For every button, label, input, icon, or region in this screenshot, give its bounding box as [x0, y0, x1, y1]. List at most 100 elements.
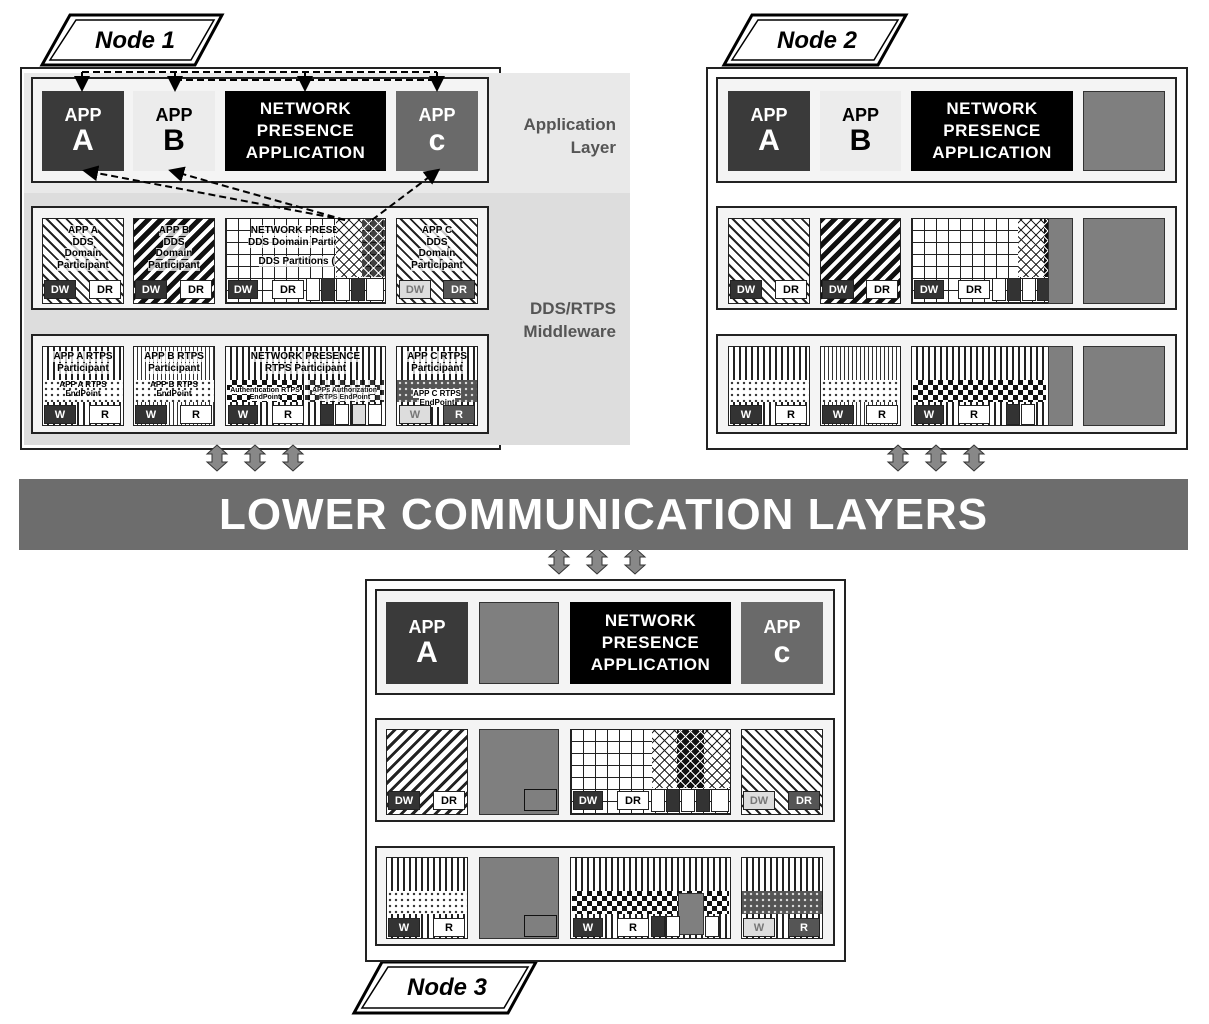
- node1-rtps-endpoint-b: APP B RTPS EndPoint: [134, 380, 214, 402]
- node1-npa-dr-small-1[interactable]: [306, 278, 320, 301]
- node1-npa-w-small-2[interactable]: [352, 404, 366, 425]
- node3-c-w-button[interactable]: W: [743, 918, 775, 937]
- node3-npa-small-1[interactable]: [651, 789, 665, 812]
- app-label: APP: [418, 104, 456, 125]
- node1-a-r-button[interactable]: R: [89, 405, 121, 424]
- app-letter: B: [163, 123, 185, 157]
- node2-b-r-button[interactable]: R: [866, 405, 898, 424]
- app-label: APP: [763, 616, 801, 637]
- node3-dds-placeholder-slot: [524, 789, 557, 811]
- node1-app-c: APP c: [396, 91, 478, 171]
- node1-b-w-button[interactable]: W: [135, 405, 167, 424]
- node1-npa-dw-button[interactable]: DW: [228, 280, 258, 299]
- node1-rtps-endpoint-c: APP C RTPS EndPoint: [397, 380, 477, 407]
- node3-app-a: APP A: [386, 602, 468, 684]
- node2-app-b: APP B: [820, 91, 901, 171]
- node3-a-dw-button[interactable]: DW: [388, 791, 420, 810]
- node3-c-dw-button[interactable]: DW: [743, 791, 775, 810]
- rtps-label: NETWORK PRESENCE RTPS Participant: [250, 351, 361, 374]
- node3-a-dr-button[interactable]: DR: [433, 791, 465, 810]
- node3-c-dr-button[interactable]: DR: [788, 791, 820, 810]
- node1-rtps-auth-endpoint: Authentication RTPS EndPoint: [227, 380, 303, 402]
- node2-npa-dr-button[interactable]: DR: [958, 280, 990, 299]
- node1-npa-w-small-1[interactable]: [320, 404, 334, 425]
- node3-network-presence-app: NETWORK PRESENCE APPLICATION: [570, 602, 731, 684]
- node3-a-r-button[interactable]: R: [433, 918, 465, 937]
- authz-label: APPs Authorization RTPS EndPoint: [311, 387, 378, 401]
- node1-npa-pattern-diamond-dark: [362, 219, 385, 277]
- node3-rtps-npa-endpoints: [572, 891, 729, 914]
- node3-app-placeholder: [479, 602, 559, 684]
- node2-rtps-npa-endpoints: [913, 380, 1046, 402]
- application-layer-label: Application Layer: [523, 115, 616, 157]
- node3-rtps-npa-gray: [678, 893, 704, 935]
- node3-npa-dw-button[interactable]: DW: [573, 791, 603, 810]
- node3-npa-r-small[interactable]: [666, 916, 680, 937]
- node1-app-b: APP B: [133, 91, 215, 171]
- node1-a-dr-button[interactable]: DR: [89, 280, 121, 299]
- node2-npa-small-3[interactable]: [1022, 278, 1036, 301]
- node3-npa-dr-button[interactable]: DR: [617, 791, 649, 810]
- node3-npa-small-4[interactable]: [696, 789, 710, 812]
- node2-rtps-gray-strip: [1048, 346, 1073, 426]
- node2-rtps-a-endpoint: [729, 380, 809, 402]
- node3-npa-w-small-2[interactable]: [705, 916, 719, 937]
- participant-label: APP C DDS Domain Participant: [411, 225, 463, 271]
- node2-npa-w-small[interactable]: [1006, 404, 1020, 425]
- node3-title: Node 3: [406, 974, 487, 1001]
- app-letter: c: [428, 123, 446, 157]
- node1-npa-dr-button[interactable]: DR: [272, 280, 304, 299]
- node1-npa-dw-small-2[interactable]: [351, 278, 365, 301]
- node1-b-dr-button[interactable]: DR: [180, 280, 212, 299]
- node2-npa-small-2[interactable]: [1007, 278, 1021, 301]
- node1-c-r-button[interactable]: R: [443, 405, 475, 424]
- app-label: APP: [408, 616, 446, 637]
- node2-app-a: APP A: [728, 91, 810, 171]
- node3-npa-diamond-dark: [677, 730, 704, 788]
- node2-a-w-button[interactable]: W: [730, 405, 762, 424]
- node1-b-r-button[interactable]: R: [180, 405, 212, 424]
- node3-npa-small-3[interactable]: [681, 789, 695, 812]
- node1-a-dw-button[interactable]: DW: [44, 280, 76, 299]
- node1-c-dw-button[interactable]: DW: [399, 280, 431, 299]
- node3-npa-r-button[interactable]: R: [617, 918, 649, 937]
- node1-npa-r-small-2[interactable]: [368, 404, 382, 425]
- node1-rtps-authz-endpoint: APPs Authorization RTPS EndPoint: [305, 380, 384, 402]
- node3-npa-small-5[interactable]: [711, 789, 729, 812]
- node2-b-w-button[interactable]: W: [822, 405, 854, 424]
- node2-a-r-button[interactable]: R: [775, 405, 807, 424]
- node1-npa-w-button[interactable]: W: [228, 405, 258, 424]
- node2-a-dw-button[interactable]: DW: [730, 280, 762, 299]
- node2-npa-r-small[interactable]: [1021, 404, 1035, 425]
- node1-c-w-button[interactable]: W: [399, 405, 431, 424]
- node1-npa-r-button[interactable]: R: [272, 405, 304, 424]
- node1-npa-pattern-diamond: [336, 219, 362, 277]
- node2-b-dw-button[interactable]: DW: [822, 280, 854, 299]
- node2-npa-dw-button[interactable]: DW: [914, 280, 944, 299]
- node2-npa-w-button[interactable]: W: [914, 405, 944, 424]
- node3-rtps-a-endpoint: [387, 891, 467, 914]
- node3-rtps-c-endpoint: [742, 891, 822, 914]
- node3-a-w-button[interactable]: W: [388, 918, 420, 937]
- node1-npa-r-small-1[interactable]: [335, 404, 349, 425]
- node3-npa-small-2[interactable]: [666, 789, 680, 812]
- node3-npa-w-small[interactable]: [651, 916, 665, 937]
- node1-npa-dr-small-3[interactable]: [366, 278, 384, 301]
- node1-npa-dw-small-1[interactable]: [321, 278, 335, 301]
- node3-npa-w-button[interactable]: W: [573, 918, 603, 937]
- node2-rtps-placeholder: [1083, 346, 1165, 426]
- node1-b-dw-button[interactable]: DW: [135, 280, 167, 299]
- node2-b-dr-button[interactable]: DR: [866, 280, 898, 299]
- app-letter: A: [416, 635, 438, 669]
- node2-dds-gray-strip: [1048, 218, 1073, 304]
- node2-npa-small-1[interactable]: [992, 278, 1006, 301]
- auth-label: Authentication RTPS EndPoint: [230, 387, 300, 401]
- node2-npa-diamond: [1018, 219, 1044, 277]
- node1-npa-dr-small-2[interactable]: [336, 278, 350, 301]
- node1-c-dr-button[interactable]: DR: [443, 280, 475, 299]
- node2-npa-r-button[interactable]: R: [958, 405, 990, 424]
- node3-c-r-button[interactable]: R: [788, 918, 820, 937]
- node3-rtps-placeholder-slot: [524, 915, 557, 937]
- node2-a-dr-button[interactable]: DR: [775, 280, 807, 299]
- node1-a-w-button[interactable]: W: [44, 405, 76, 424]
